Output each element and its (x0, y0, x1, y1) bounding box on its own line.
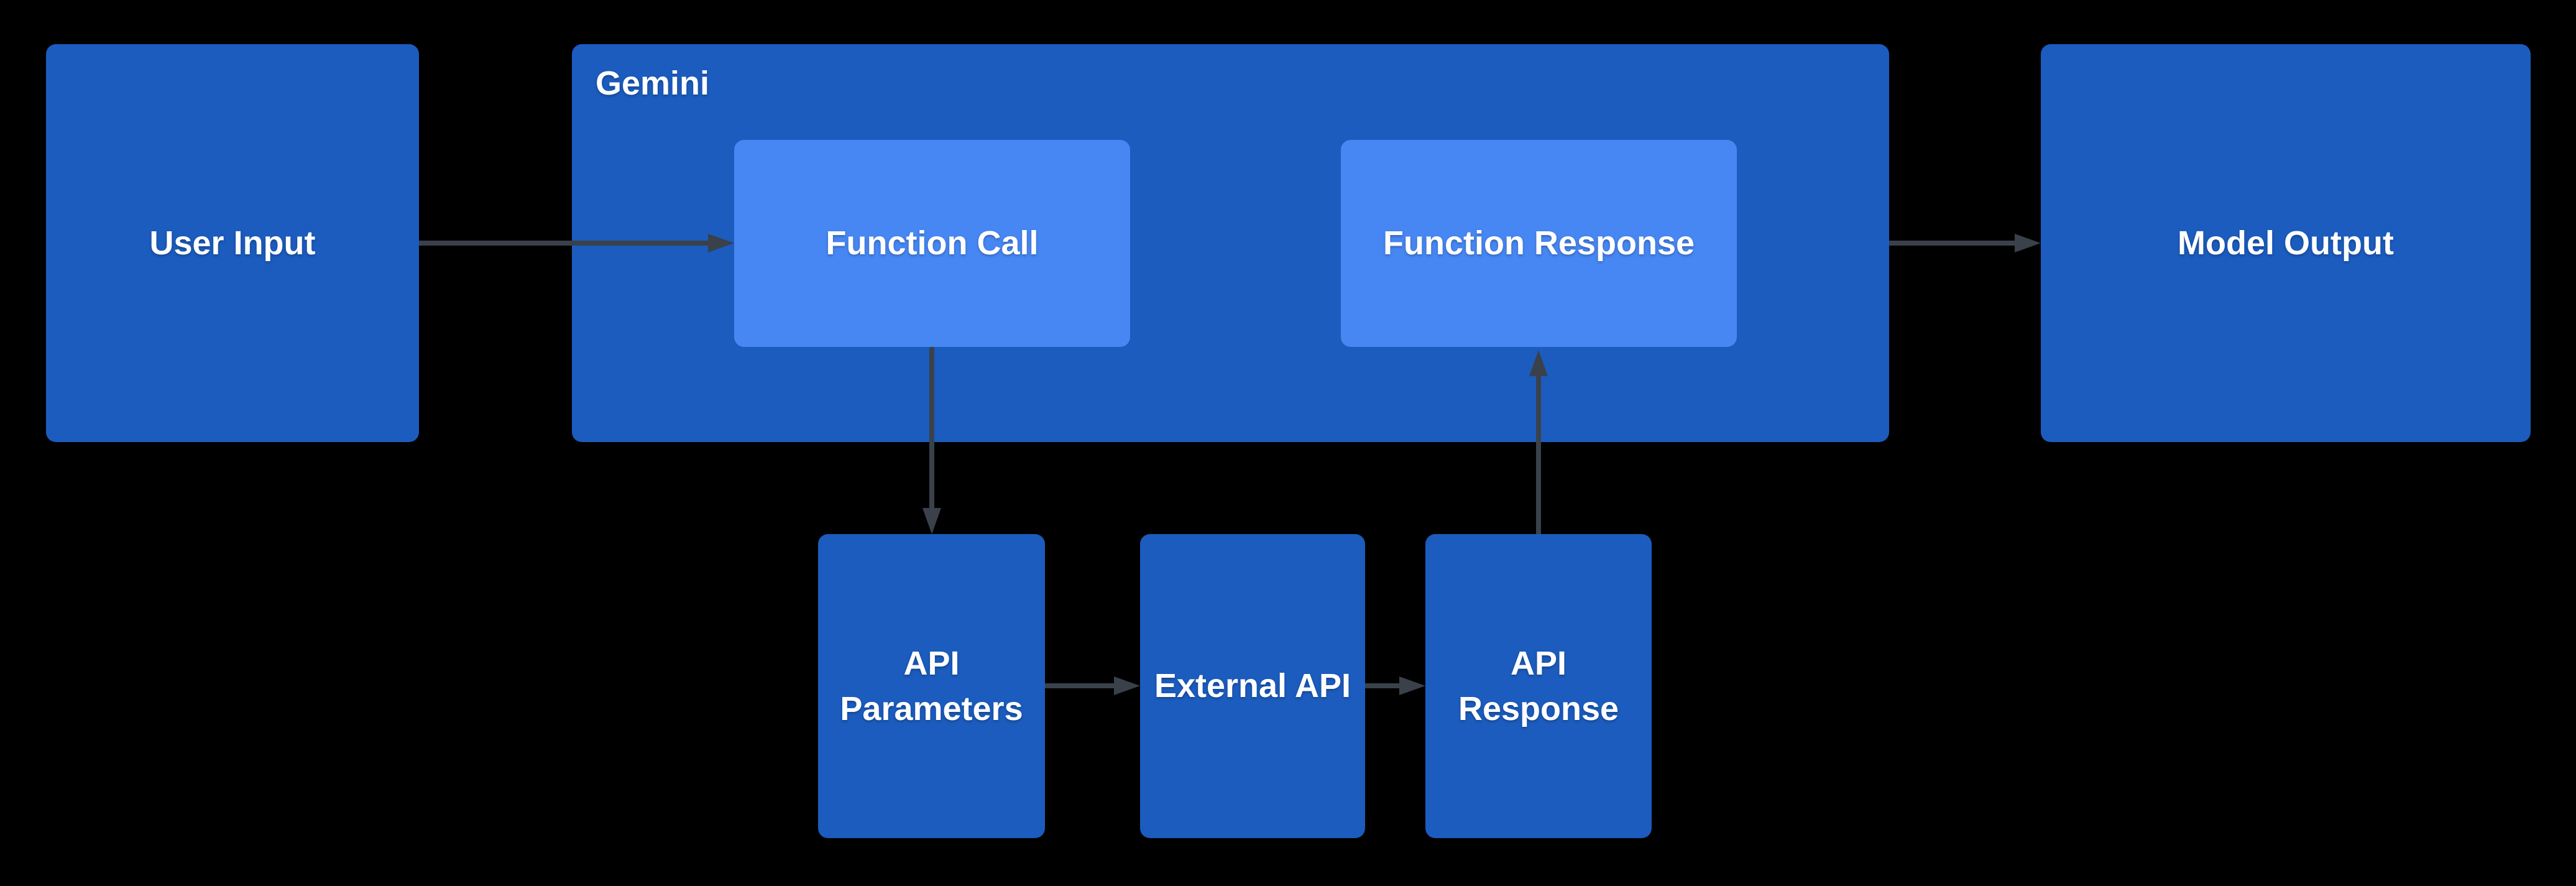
arrow-external-api-to-api-response (1365, 676, 1425, 695)
node-api-response: API Response (1425, 534, 1652, 838)
node-user-input-label: User Input (149, 224, 316, 262)
node-function-call: Function Call (734, 140, 1130, 347)
arrow-gemini-to-model-output (1889, 234, 2041, 252)
node-function-call-label: Function Call (826, 224, 1039, 262)
arrowhead-up-icon (1529, 350, 1548, 376)
node-user-input: User Input (46, 44, 419, 442)
arrow-shaft (1045, 683, 1116, 688)
node-model-output-label: Model Output (2178, 224, 2394, 262)
arrow-shaft (929, 347, 934, 510)
node-api-parameters-label: API Parameters (840, 644, 1023, 727)
node-api-parameters: API Parameters (818, 534, 1045, 838)
node-function-response: Function Response (1341, 140, 1737, 347)
arrow-user-input-to-function-call (419, 234, 734, 252)
arrowhead-right-icon (1114, 676, 1140, 695)
node-gemini-label: Gemini (596, 65, 710, 102)
node-external-api: External API (1140, 534, 1365, 838)
arrow-shaft (1889, 241, 2017, 246)
node-api-response-label: API Response (1458, 644, 1619, 727)
arrowhead-right-icon (1399, 676, 1425, 695)
arrow-function-call-to-api-parameters (922, 347, 941, 534)
arrowhead-right-icon (2015, 234, 2041, 252)
node-external-api-label: External API (1154, 667, 1351, 705)
node-function-response-label: Function Response (1382, 224, 1695, 262)
arrowhead-right-icon (708, 234, 734, 252)
arrowhead-down-icon (922, 508, 941, 534)
arrow-api-response-to-function-response (1529, 350, 1548, 534)
node-model-output: Model Output (2041, 44, 2531, 442)
arrow-shaft (1365, 683, 1402, 688)
arrow-api-parameters-to-external-api (1045, 676, 1140, 695)
arrow-shaft (1536, 374, 1541, 534)
arrow-shaft (419, 241, 711, 246)
